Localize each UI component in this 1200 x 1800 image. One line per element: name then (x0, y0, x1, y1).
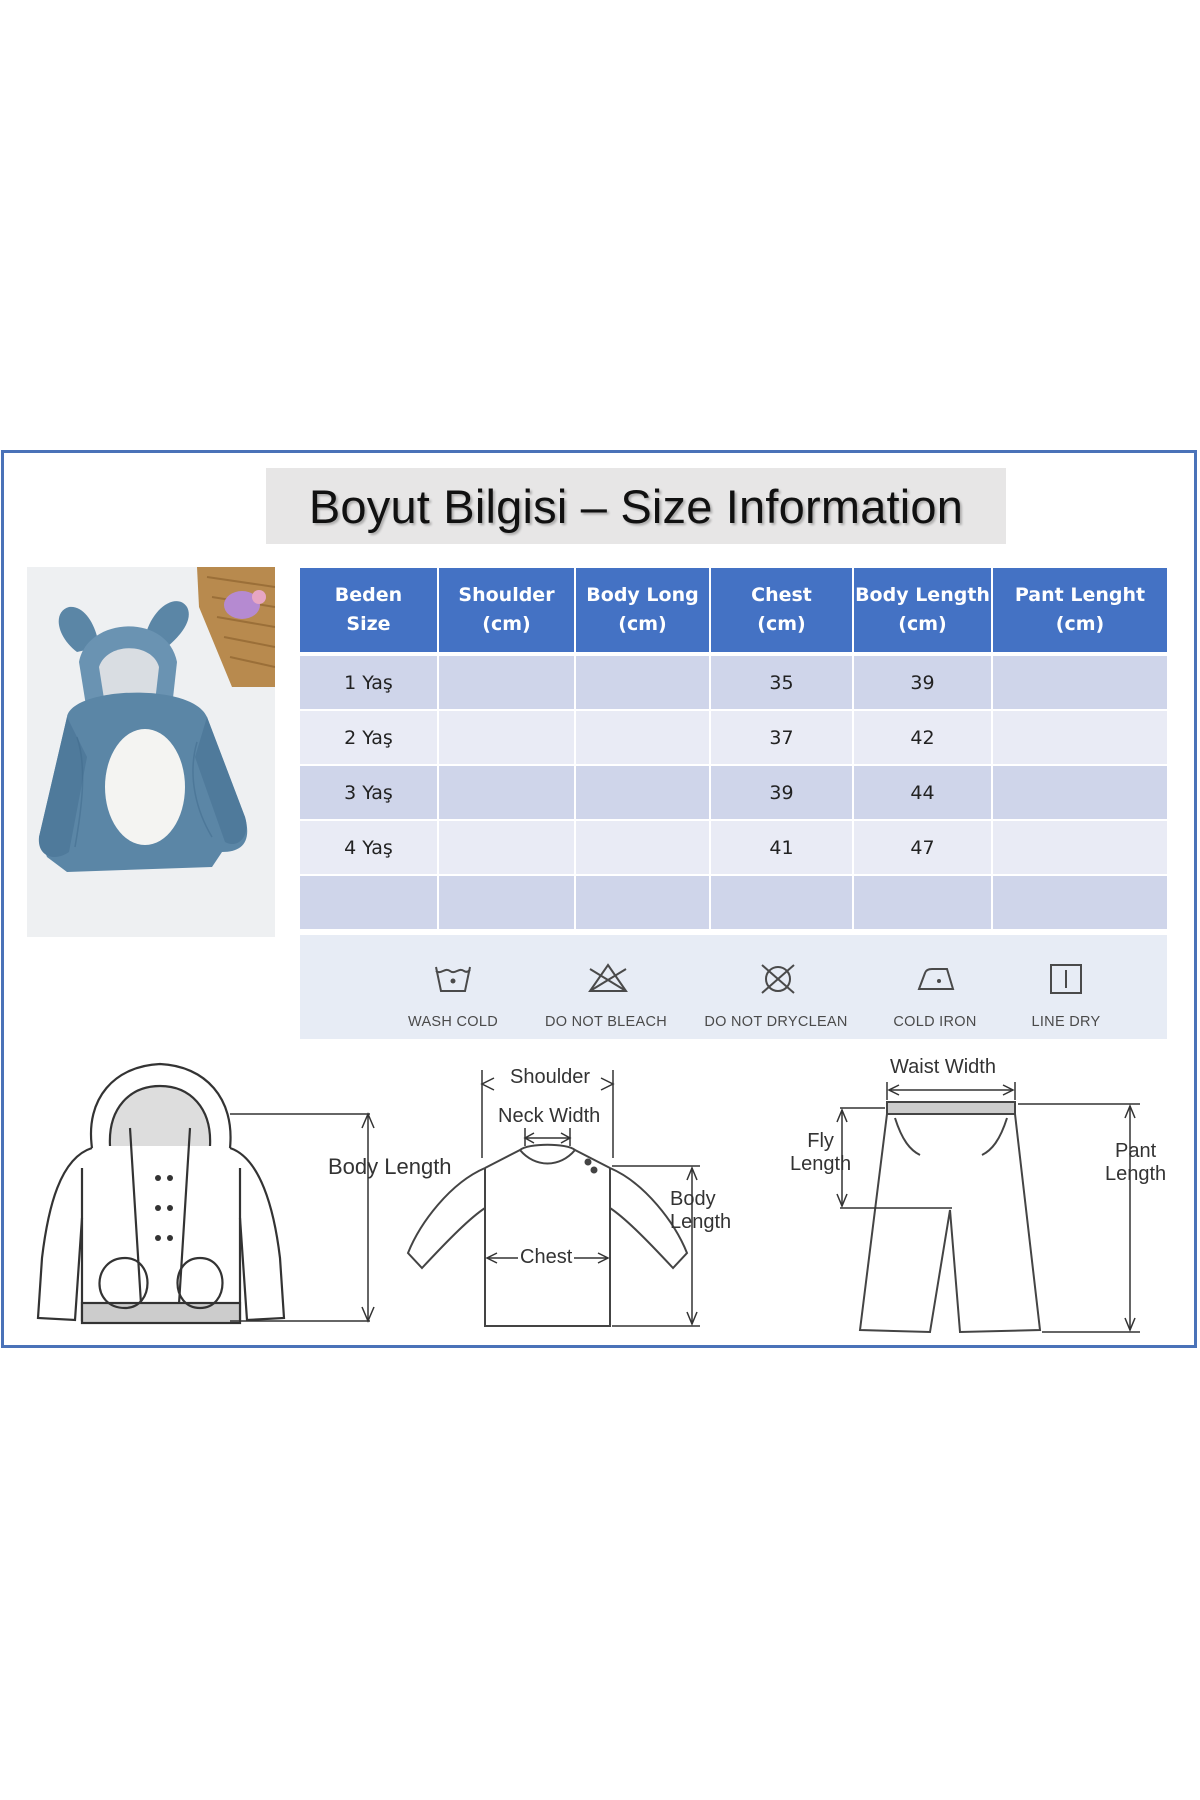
product-photo (27, 567, 275, 937)
cell (710, 874, 854, 929)
care-item-do-not-bleach: DO NOT BLEACH (531, 935, 681, 1039)
cell (992, 709, 1167, 765)
cell (575, 819, 711, 875)
pants-diagram (836, 1082, 1140, 1334)
cell: 2 Yaş (300, 709, 439, 765)
care-item-do-not-dryclean: DO NOT DRYCLEAN (701, 935, 851, 1039)
cell: 39 (853, 652, 993, 710)
cell: 3 Yaş (300, 764, 439, 820)
top-body-length-label: Body Length (670, 1188, 732, 1233)
waist-width-label: Waist Width (890, 1056, 996, 1078)
table-header-row: Beden Size Shoulder (cm) Body Long (cm) … (300, 568, 1167, 654)
cell: 4 Yaş (300, 819, 439, 875)
cell (438, 709, 576, 765)
title-banner: Boyut Bilgisi – Size Information (266, 468, 1006, 544)
chest-label: Chest (518, 1246, 575, 1269)
pant-length-label: Pant Length (1105, 1140, 1167, 1185)
cell (992, 764, 1167, 820)
cell (575, 874, 711, 929)
care-item-cold-iron: COLD IRON (860, 935, 1010, 1039)
cell (992, 652, 1167, 710)
do-not-bleach-icon (588, 963, 628, 992)
header-chest: Chest (cm) (710, 568, 854, 654)
cell (575, 764, 711, 820)
cell (438, 764, 576, 820)
page-title: Boyut Bilgisi – Size Information (308, 479, 964, 533)
table-row: 2 Yaş 37 42 (300, 709, 1167, 765)
care-label: DO NOT DRYCLEAN (704, 1014, 848, 1030)
header-shoulder: Shoulder (cm) (438, 568, 576, 654)
care-label: LINE DRY (1031, 1014, 1101, 1030)
jacket-body-length-label: Body Length (328, 1154, 452, 1179)
header-body-length: Body Length (cm) (853, 568, 993, 654)
cell: 1 Yaş (300, 652, 439, 710)
line-dry-icon (1050, 964, 1082, 994)
cell (438, 874, 576, 929)
header-body-long: Body Long (cm) (575, 568, 711, 654)
cell: 39 (710, 764, 854, 820)
do-not-dryclean-icon (761, 964, 795, 994)
top-diagram (406, 1070, 700, 1327)
jacket-diagram (36, 1062, 375, 1325)
cell: 47 (853, 819, 993, 875)
table-row: 3 Yaş 39 44 (300, 764, 1167, 820)
cell (438, 652, 576, 710)
wash-cold-icon (435, 966, 471, 992)
cell: 41 (710, 819, 854, 875)
cold-iron-icon (917, 968, 955, 990)
cell (853, 874, 993, 929)
cell (992, 819, 1167, 875)
cell: 42 (853, 709, 993, 765)
care-instructions: WASH COLD DO NOT BLEACH DO NOT DRYCLEAN … (300, 935, 1167, 1039)
care-item-line-dry: LINE DRY (991, 935, 1141, 1039)
fly-length-label: Fly Length (790, 1130, 852, 1175)
header-size: Beden Size (300, 568, 439, 654)
size-table: Beden Size Shoulder (cm) Body Long (cm) … (300, 568, 1167, 929)
cell (575, 709, 711, 765)
cell (300, 874, 439, 929)
cell (438, 819, 576, 875)
cell: 44 (853, 764, 993, 820)
care-label: WASH COLD (408, 1014, 498, 1030)
table-row (300, 874, 1167, 929)
table-row: 4 Yaş 41 47 (300, 819, 1167, 875)
care-label: COLD IRON (893, 1014, 977, 1030)
neck-width-label: Neck Width (498, 1105, 601, 1127)
header-pant-length: Pant Lenght (cm) (992, 568, 1167, 654)
cell: 37 (710, 709, 854, 765)
shoulder-label: Shoulder (508, 1066, 593, 1089)
cell (992, 874, 1167, 929)
cell: 35 (710, 652, 854, 710)
care-label: DO NOT BLEACH (544, 1014, 668, 1030)
table-row: 1 Yaş 35 39 (300, 652, 1167, 710)
cell (575, 652, 711, 710)
care-item-wash-cold: WASH COLD (378, 935, 528, 1039)
